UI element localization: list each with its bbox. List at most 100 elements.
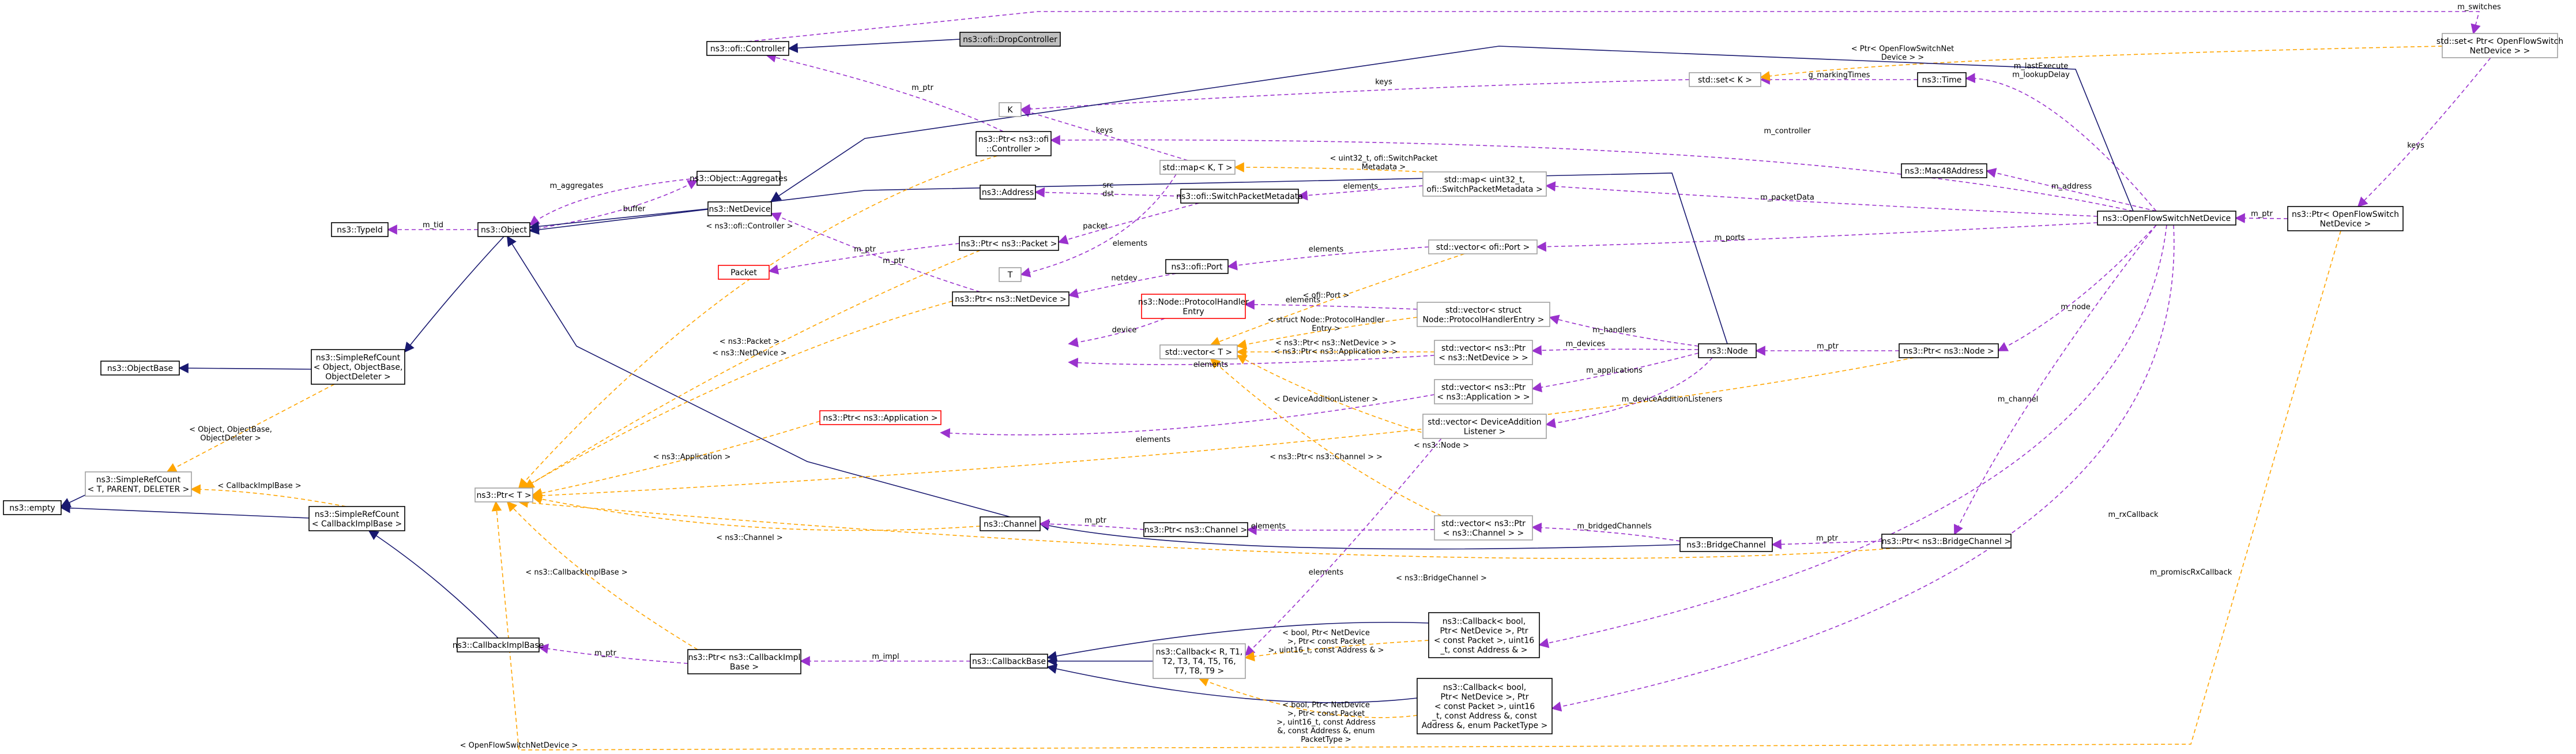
node-setptr[interactable]: std::set< Ptr< OpenFlowSwitchNetDevice >… — [2436, 33, 2563, 58]
node-ptr_node[interactable]: ns3::Ptr< ns3::Node > — [1899, 343, 1999, 358]
node-srcount_cb[interactable]: ns3::SimpleRefCount< CallbackImplBase > — [308, 506, 405, 531]
node-label: ns3::ofi::DropController — [963, 35, 1057, 44]
node-box — [457, 637, 540, 652]
node-vecdal[interactable]: std::vector< DeviceAdditionListener > — [1422, 414, 1547, 439]
node-cb_prom[interactable]: ns3::Callback< bool,Ptr< NetDevice >, Pt… — [1417, 678, 1553, 734]
node-K[interactable]: K — [999, 102, 1022, 117]
node-bridgech[interactable]: ns3::BridgeChannel — [1679, 537, 1773, 552]
node-ptr_controller[interactable]: ns3::Ptr< ns3::ofi::Controller > — [976, 131, 1052, 156]
edge-template-ptr_packet-ptrT — [524, 250, 981, 489]
node-vectorT[interactable]: std::vector< T > — [1159, 344, 1238, 359]
node-label: K — [1007, 106, 1013, 115]
node-ptr_netdevice[interactable]: ns3::Ptr< ns3::NetDevice > — [952, 291, 1069, 306]
node-ptr_packet[interactable]: ns3::Ptr< ns3::Packet > — [959, 236, 1059, 251]
node-packet[interactable]: Packet — [718, 265, 770, 280]
edge-template-srcountobj-srcount_t — [166, 384, 335, 472]
edge-inherit-drop-controller — [788, 39, 961, 53]
node-vecnd[interactable]: std::vector< ns3::Ptr< ns3::NetDevice > … — [1434, 340, 1533, 365]
edge-label-line: m_handlers — [1592, 326, 1636, 335]
node-address[interactable]: ns3::Address — [980, 185, 1036, 200]
edge-label-line: < bool, Ptr< NetDevice — [1282, 629, 1370, 637]
edge-label: m_tid — [423, 221, 443, 230]
node-box — [1143, 522, 1248, 537]
edge-member-ofswitch-time — [1965, 73, 2157, 212]
node-vecch[interactable]: std::vector< ns3::Ptr< ns3::Channel > > — [1434, 515, 1533, 541]
node-label: std::vector< ns3::Ptr — [1441, 383, 1526, 392]
node-vecapp[interactable]: std::vector< ns3::Ptr< ns3::Application … — [1434, 379, 1533, 404]
node-node[interactable]: ns3::Node — [1698, 343, 1757, 358]
node-box — [1428, 612, 1540, 658]
node-vecport[interactable]: std::vector< ofi::Port > — [1428, 239, 1538, 254]
edge-label-line: m_ports — [1715, 234, 1745, 242]
node-cb_t[interactable]: ns3::Callback< R, T1,T2, T3, T4, T5, T6,… — [1153, 643, 1246, 679]
node-box — [976, 131, 1052, 156]
edge-label-line: g_markingTimes — [1809, 71, 1870, 80]
edge-label-line: elements — [1136, 436, 1171, 444]
node-mapuint[interactable]: std::map< uint32_t,ofi::SwitchPacketMeta… — [1422, 171, 1547, 197]
node-objectbase[interactable]: ns3::ObjectBase — [100, 361, 180, 376]
node-ofswitch[interactable]: ns3::OpenFlowSwitchNetDevice — [2097, 211, 2236, 226]
edge-label-line: < ns3::Channel > — [716, 534, 782, 542]
edge-member-aggregates-object — [529, 178, 698, 226]
edge-template-set-setptr — [1760, 46, 2443, 81]
node-ptr_channel[interactable]: ns3::Ptr< ns3::Channel > — [1143, 522, 1248, 537]
node-box — [2442, 33, 2558, 58]
edge-label-line: elements — [1113, 239, 1148, 248]
node-object[interactable]: ns3::Object — [477, 222, 530, 237]
node-channel[interactable]: ns3::Channel — [980, 516, 1041, 531]
node-empty[interactable]: ns3::empty — [3, 500, 62, 515]
edge-member-ptr_ofswitch-ofswitch — [2235, 213, 2288, 223]
edge-label-line: elements — [1343, 182, 1379, 191]
node-time[interactable]: ns3::Time — [1917, 72, 1967, 87]
node-label: < T, PARENT, DELETER > — [88, 485, 190, 494]
node-label: ns3::BridgeChannel — [1686, 541, 1766, 550]
node-label: ns3::Callback< bool, — [1443, 617, 1526, 626]
node-srcountobj[interactable]: ns3::SimpleRefCount< Object, ObjectBase,… — [311, 349, 405, 385]
node-box — [1180, 189, 1299, 204]
edge-label: keys — [1375, 78, 1392, 87]
node-srcount_t[interactable]: ns3::SimpleRefCount< T, PARENT, DELETER … — [85, 471, 192, 497]
edge-label-line: m_applications — [1586, 366, 1643, 375]
node-ptr_bridgech[interactable]: ns3::Ptr< ns3::BridgeChannel > — [1881, 534, 2012, 549]
node-drop[interactable]: ns3::ofi::DropController — [959, 32, 1061, 47]
edge-member-ptr_bridgech-bridgech — [1771, 539, 1882, 550]
edge-label: m_rxCallback — [2108, 511, 2158, 519]
node-ptr_cbimpl[interactable]: ns3::Ptr< ns3::CallbackImplBase > — [687, 649, 801, 674]
node-label: ns3::Ptr< ns3::Packet > — [961, 239, 1057, 249]
node-box — [980, 516, 1041, 531]
node-netdevice[interactable]: ns3::NetDevice — [707, 201, 772, 216]
edge-inherit-object-srcountobj — [404, 236, 504, 353]
node-ofiport[interactable]: ns3::ofi::Port — [1165, 259, 1229, 274]
node-spm[interactable]: ns3::ofi::SwitchPacketMetadata — [1176, 189, 1303, 204]
node-box — [1428, 239, 1538, 254]
node-cb_rx[interactable]: ns3::Callback< bool,Ptr< NetDevice >, Pt… — [1428, 612, 1540, 658]
node-ptrT[interactable]: ns3::Ptr< T > — [474, 487, 533, 502]
edge-member-vecphe-protohandler — [1244, 299, 1418, 310]
node-cbbase[interactable]: ns3::CallbackBase — [970, 654, 1048, 669]
node-vecphe[interactable]: std::vector< structNode::ProtocolHandler… — [1417, 302, 1550, 327]
node-typeid[interactable]: ns3::TypeId — [331, 222, 389, 237]
node-protohandler[interactable]: ns3::Node::ProtocolHandlerEntry — [1138, 294, 1249, 319]
edge-member-ofswitch-cb_prom — [1551, 224, 2175, 712]
edge-label-line: < ns3::Application > — [653, 453, 731, 462]
node-cbimplbase[interactable]: ns3::CallbackImplBase — [453, 637, 544, 652]
node-map[interactable]: std::map< K, T > — [1159, 160, 1236, 175]
node-set[interactable]: std::set< K > — [1689, 72, 1761, 87]
node-ptr_ofswitch[interactable]: ns3::Ptr< OpenFlowSwitchNetDevice > — [2287, 206, 2404, 231]
edge-label-line: < uint32_t, ofi::SwitchPacket — [1330, 155, 1437, 163]
edge-member-ofswitch-mac48 — [1986, 168, 2157, 212]
node-aggregates[interactable]: ns3::Object::Aggregates — [690, 171, 788, 186]
node-label: ns3::ofi::SwitchPacketMetadata — [1176, 192, 1303, 201]
node-label: < ns3::Application > > — [1437, 392, 1530, 402]
node-controller[interactable]: ns3::ofi::Controller — [706, 41, 789, 56]
node-mac48[interactable]: ns3::Mac48Address — [1901, 163, 1987, 178]
node-box — [999, 102, 1022, 117]
node-T[interactable]: T — [999, 267, 1022, 282]
node-label: ObjectDeleter > — [325, 373, 391, 382]
node-ptr_app[interactable]: ns3::Ptr< ns3::Application > — [819, 410, 941, 425]
node-label: ofi::SwitchPacketMetadata > — [1426, 185, 1542, 194]
node-box — [100, 361, 180, 376]
node-box — [1417, 678, 1553, 734]
edge-label: < ns3::Application > — [653, 453, 731, 462]
